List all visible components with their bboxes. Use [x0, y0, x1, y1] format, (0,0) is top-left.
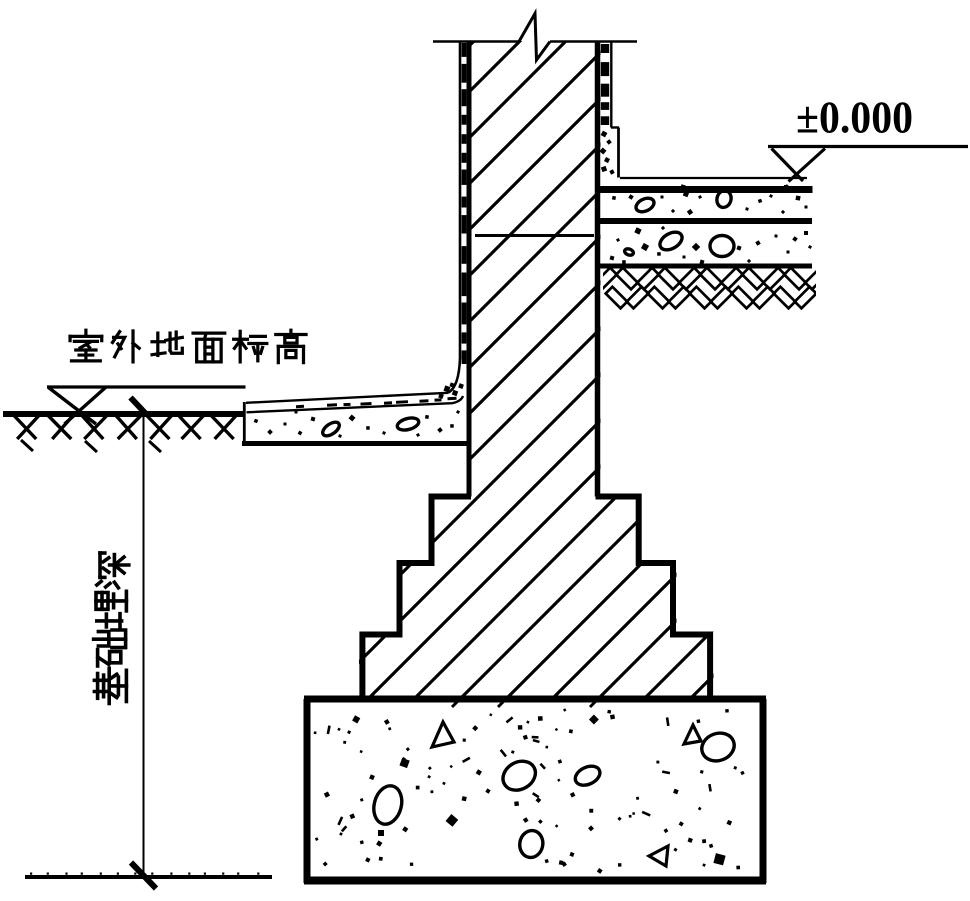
- svg-text:±0.000: ±0.000: [796, 93, 913, 143]
